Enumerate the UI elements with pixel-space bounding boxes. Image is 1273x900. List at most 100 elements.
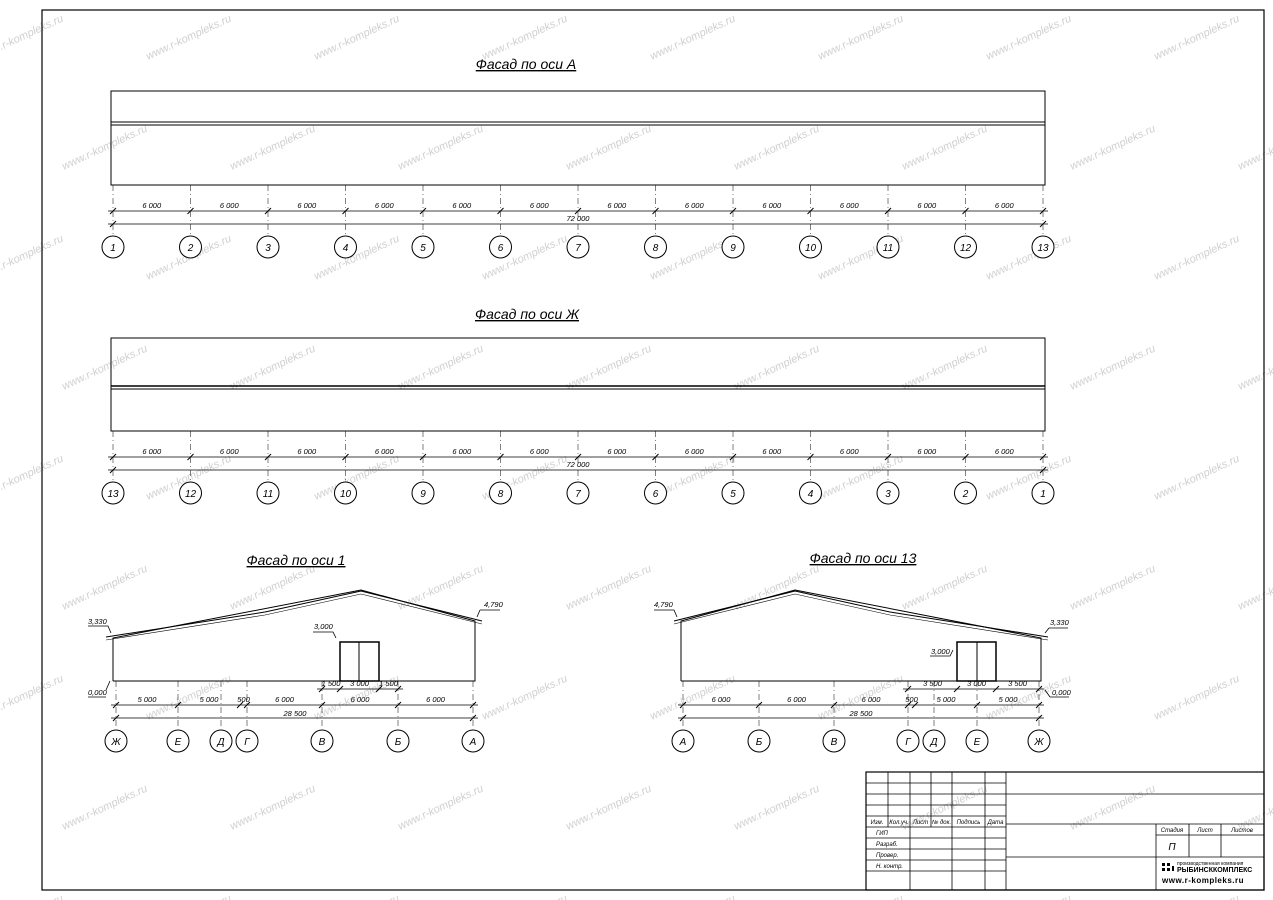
- axis-bubble: [671, 729, 695, 753]
- facade-13-level-ground: 0,000: [1052, 688, 1072, 697]
- span-dim-label: 6 000: [762, 447, 782, 456]
- dim-tick: [992, 685, 1000, 693]
- axis-label: Е: [175, 737, 182, 748]
- watermark-text: www.r-kompleks.ru: [984, 893, 1073, 900]
- axis-label: Е: [974, 737, 981, 748]
- title-block-role: ГИП: [876, 831, 889, 837]
- dim-tick: [419, 453, 427, 461]
- dim-tick: [1035, 685, 1043, 693]
- watermark-text: www.r-kompleks.ru: [228, 123, 317, 173]
- watermark-text: www.r-kompleks.ru: [1236, 123, 1273, 173]
- dim-tick: [807, 207, 814, 215]
- facade-13-level-marks: [654, 609, 1069, 698]
- span-dim-label: 6 000: [297, 201, 317, 210]
- axis-bubble: [386, 729, 410, 753]
- axis-label: 1: [1040, 489, 1046, 500]
- span-dim-label: 5 000: [138, 695, 158, 704]
- watermark-text: www.r-kompleks.ru: [396, 783, 485, 833]
- dim-tick: [652, 453, 659, 461]
- axis-label: 1: [110, 243, 116, 254]
- axis-label: 8: [498, 489, 504, 500]
- dim-tick: [342, 207, 349, 215]
- axis-bubble: [644, 235, 667, 259]
- facade-1-level-ground: 0,000: [88, 688, 108, 697]
- watermark-text: www.r-kompleks.ru: [564, 783, 653, 833]
- watermark-text: www.r-kompleks.ru: [1152, 673, 1241, 723]
- span-dim-label: 6 000: [840, 201, 860, 210]
- watermark-text: www.r-kompleks.ru: [60, 123, 149, 173]
- watermark-text: www.r-kompleks.ru: [1236, 563, 1273, 613]
- axis-bubble: [954, 481, 977, 505]
- facade-1-level-door: 3,000: [314, 622, 334, 631]
- watermark-text: www.r-kompleks.ru: [228, 343, 317, 393]
- dim-tick: [264, 453, 272, 461]
- title-block-role: Провер.: [876, 853, 898, 859]
- axis-bubble: [721, 481, 745, 505]
- axis-label: А: [469, 737, 477, 748]
- axis-bubble: [1031, 481, 1055, 505]
- axis-label: 5: [730, 489, 736, 500]
- dim-tick: [962, 207, 969, 215]
- title-block-header: Изм.: [871, 820, 884, 826]
- watermark-text: www.r-kompleks.ru: [144, 13, 233, 63]
- watermark-text: www.r-kompleks.ru: [1152, 453, 1241, 503]
- watermark-text: www.r-kompleks.ru: [1152, 13, 1241, 63]
- axis-label: 13: [1037, 243, 1049, 254]
- watermark-text: www.r-kompleks.ru: [396, 123, 485, 173]
- facade-13-level-right: 3,330: [1050, 618, 1070, 627]
- watermark-text: www.r-kompleks.ru: [732, 563, 821, 613]
- dim-tick: [109, 453, 117, 461]
- company-website: www.r-kompleks.ru: [1161, 876, 1244, 885]
- axis-label: 6: [498, 243, 504, 254]
- axis-label: 10: [805, 243, 817, 254]
- axis-label: 9: [730, 243, 736, 254]
- title-block-header: Лист: [912, 820, 928, 826]
- axis-label: 12: [185, 489, 197, 500]
- span-dim-label: 6 000: [452, 447, 472, 456]
- title-block: [865, 771, 1265, 891]
- axis-label: 12: [960, 243, 972, 254]
- dim-tick: [109, 466, 117, 474]
- dim-tick: [574, 207, 582, 215]
- axis-bubble: [1027, 729, 1051, 753]
- facade-a-total: 72 000: [567, 214, 591, 223]
- span-dim-label: 6 000: [995, 447, 1015, 456]
- axis-bubble: [876, 235, 900, 259]
- dim-tick: [243, 701, 251, 709]
- watermark-text: www.r-kompleks.ru: [564, 563, 653, 613]
- span-dim-label: 5 000: [937, 695, 957, 704]
- facade-13-title: Фасад по оси 13: [810, 550, 917, 566]
- watermark-text: www.r-kompleks.ru: [732, 123, 821, 173]
- axis-label: 4: [808, 489, 814, 500]
- company-small-label: производственная компания: [1177, 861, 1244, 867]
- axis-bubble: [489, 235, 512, 259]
- watermark-text: www.r-kompleks.ru: [228, 563, 317, 613]
- watermark-text: www.r-kompleks.ru: [564, 123, 653, 173]
- watermark-text: www.r-kompleks.ru: [1068, 123, 1157, 173]
- watermark-text: www.r-kompleks.ru: [816, 893, 905, 900]
- watermark-text: www.r-kompleks.ru: [1068, 563, 1157, 613]
- axis-label: 3: [265, 243, 271, 254]
- dim-tick: [342, 453, 349, 461]
- axis-bubble: [101, 481, 125, 505]
- axis-bubble: [922, 729, 946, 753]
- axis-bubble: [721, 235, 745, 259]
- dim-tick: [394, 685, 402, 693]
- span-dim-label: 500: [237, 695, 250, 704]
- span-dim-label: 6 000: [607, 201, 627, 210]
- door-dim-label: 3 500: [1008, 679, 1028, 688]
- axis-bubble: [411, 235, 435, 259]
- company-logo: [1162, 863, 1174, 871]
- dim-tick: [729, 207, 737, 215]
- door-dim-label: 1 500: [379, 679, 399, 688]
- axis-label: Б: [756, 737, 763, 748]
- axis-label: 5: [420, 243, 426, 254]
- span-dim-label: 6 000: [917, 201, 937, 210]
- watermark-text: www.r-kompleks.ru: [0, 13, 65, 63]
- span-dim-label: 500: [905, 695, 918, 704]
